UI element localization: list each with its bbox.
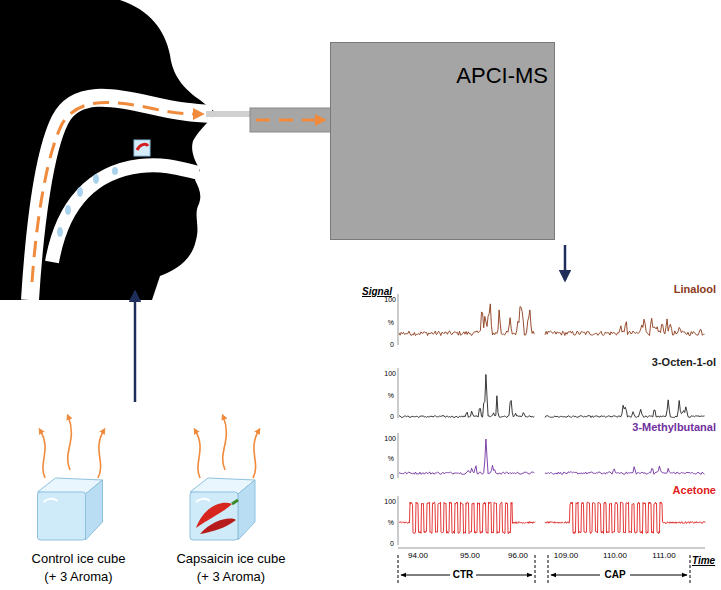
- trace-line: [399, 374, 534, 417]
- instrument-label: APCI-MS: [456, 63, 548, 89]
- trace-line: [399, 502, 535, 533]
- mouth-ice-cube: [134, 140, 150, 156]
- aroma-note: (+ 3 Aroma): [155, 568, 307, 586]
- tick-label: %: [388, 519, 394, 526]
- ice-cube-drawing: [5, 465, 140, 550]
- axis-title: Time: [692, 556, 715, 566]
- aroma-arrows: [40, 416, 259, 478]
- trace-line: [545, 502, 705, 533]
- trace-line: [545, 318, 705, 335]
- y-axis: [398, 368, 399, 418]
- sample-name: Control ice cube: [5, 550, 152, 568]
- tick-label: 100: [384, 296, 396, 303]
- aroma-note: (+ 3 Aroma): [5, 568, 152, 586]
- flow-arrow: [134, 292, 137, 402]
- ice-cube-drawing: [155, 465, 295, 550]
- trace-name: Linalool: [674, 284, 716, 295]
- trace-name: 3-Methylbutanal: [632, 422, 716, 433]
- trace-name: 3-Octen-1-ol: [652, 357, 716, 368]
- tick-label: 0: [390, 413, 394, 420]
- tick-label: 100: [384, 435, 396, 442]
- time-tick: 95.00: [460, 552, 480, 560]
- time-tick: 94.00: [408, 552, 428, 560]
- y-axis: [398, 294, 399, 345]
- ice-cube: Capsaicin ice cube(+ 3 Aroma): [155, 465, 307, 586]
- time-brackets: [398, 555, 690, 585]
- trace-line: [545, 400, 705, 418]
- trace-line: [399, 439, 534, 474]
- trace-line: [399, 304, 534, 336]
- tick-label: 0: [390, 341, 394, 348]
- tick-label: 100: [384, 370, 396, 377]
- y-axis: [398, 496, 399, 545]
- x-axis: [398, 548, 705, 549]
- time-tick: 109.00: [554, 552, 578, 560]
- sampling-tube: [206, 108, 332, 132]
- ice-cube: Control ice cube(+ 3 Aroma): [5, 465, 152, 586]
- flow-arrow: [564, 245, 567, 280]
- segment-label: CTR: [451, 570, 476, 580]
- trace-name: Acetone: [673, 485, 716, 496]
- tick-label: %: [388, 319, 394, 326]
- tick-label: %: [388, 455, 394, 462]
- trace: [398, 433, 705, 478]
- trace-line: [545, 466, 705, 474]
- instrument-box: APCI-MS: [330, 42, 555, 240]
- sample-name: Capsaicin ice cube: [155, 550, 307, 568]
- head-silhouette: [0, 0, 215, 300]
- trace: [398, 496, 705, 545]
- time-tick: 110.00: [603, 552, 627, 560]
- tick-label: %: [388, 392, 394, 399]
- segment-label: CAP: [602, 570, 627, 580]
- trace: [398, 368, 705, 418]
- time-tick: 111.00: [652, 552, 675, 560]
- tick-label: 0: [390, 473, 394, 480]
- tick-label: 100: [384, 498, 396, 505]
- trace: [398, 294, 705, 345]
- tick-label: 0: [390, 540, 394, 547]
- y-axis: [398, 433, 399, 478]
- time-tick: 96.00: [508, 552, 528, 560]
